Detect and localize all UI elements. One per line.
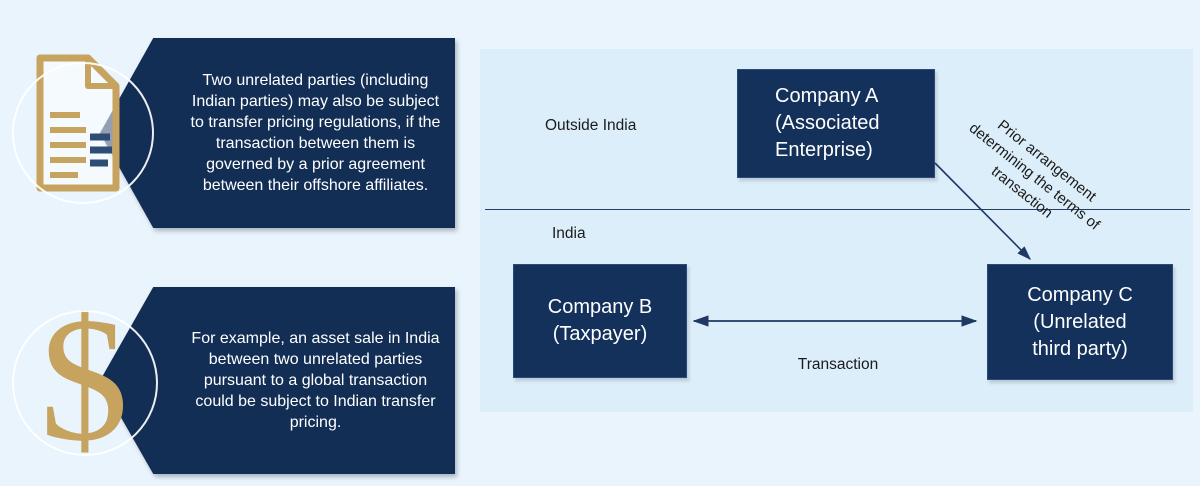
company-b-line: Company B — [547, 296, 653, 318]
callout-asset-sale-example: For example, an asset sale in India betw… — [100, 287, 455, 474]
company-b-line: (Taxpayer) — [552, 323, 648, 345]
company-a-line: Enterprise) — [775, 139, 873, 161]
prior-arrangement-label: Prior arrangement determining the terms … — [965, 116, 1103, 234]
document-icon — [36, 54, 120, 192]
company-a-box: Company A (Associated Enterprise) — [737, 69, 935, 178]
india-border-line — [485, 209, 1190, 210]
company-c-line: (Unrelated — [1033, 310, 1127, 333]
callout-banner-shape: Two unrelated parties (including Indian … — [100, 38, 455, 228]
company-b-box: Company B (Taxpayer) — [513, 264, 687, 378]
callout-offshore-agreement: Two unrelated parties (including Indian … — [100, 38, 455, 228]
transaction-label: Transaction — [797, 356, 879, 373]
region-label-india: India — [552, 225, 586, 242]
company-a-line: Company A — [775, 85, 879, 107]
region-label-outside-india: Outside India — [545, 117, 637, 134]
dollar-icon: $ — [39, 280, 129, 478]
company-c-line: third party) — [1032, 337, 1128, 360]
callout-text: For example, an asset sale in India betw… — [191, 330, 440, 431]
company-c-box: Company C (Unrelated third party) — [987, 264, 1173, 380]
company-c-line: Company C — [1027, 283, 1133, 306]
diagram-panel: Outside India India Company A (Associate… — [480, 49, 1193, 412]
company-a-line: (Associated — [775, 112, 880, 134]
callout-banner-shape: For example, an asset sale in India betw… — [100, 287, 455, 474]
callout-text: Two unrelated parties (including Indian … — [190, 72, 441, 194]
